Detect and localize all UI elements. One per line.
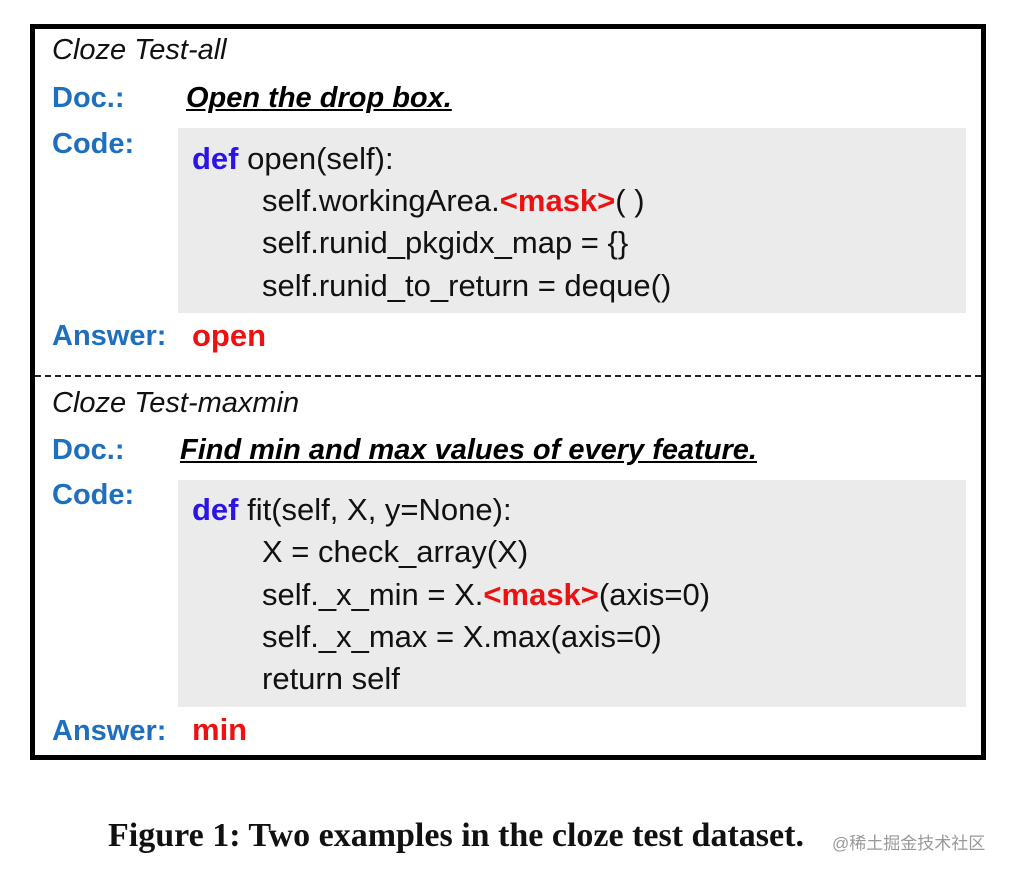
figure-caption: Figure 1: Two examples in the cloze test…	[108, 817, 804, 854]
code-text: (axis=0)	[598, 577, 711, 612]
doc-text: Open the drop box.	[186, 82, 452, 114]
code-line: X = check_array(X)	[262, 534, 529, 569]
keyword: def	[192, 492, 239, 527]
code-text: open(self):	[238, 141, 394, 176]
mask-token: <mask>	[499, 183, 616, 218]
answer-label: Answer:	[52, 715, 167, 747]
code-text: self._x_min = X.	[262, 577, 484, 612]
example-title: Cloze Test-all	[52, 34, 227, 66]
code-line: def open(self):	[192, 141, 394, 177]
code-line: return self	[262, 661, 400, 696]
code-line: self.runid_to_return = deque()	[262, 268, 672, 303]
watermark: @稀土掘金技术社区	[832, 834, 986, 853]
code-line: self._x_min = X.<mask>(axis=0)	[262, 577, 710, 613]
example-title: Cloze Test-maxmin	[52, 387, 300, 419]
answer-text: open	[192, 318, 267, 353]
doc-label: Doc.:	[52, 434, 125, 466]
code-block	[178, 480, 966, 707]
code-label: Code:	[52, 128, 135, 160]
figure-frame	[30, 24, 986, 760]
code-line: self.workingArea.<mask>( )	[262, 183, 645, 219]
code-text: self.workingArea.	[262, 183, 500, 218]
divider	[35, 375, 981, 377]
code-line: self._x_max = X.max(axis=0)	[262, 619, 662, 654]
keyword: def	[192, 141, 239, 176]
code-line: def fit(self, X, y=None):	[192, 492, 512, 528]
code-label: Code:	[52, 479, 135, 511]
doc-text: Find min and max values of every feature…	[180, 434, 757, 466]
code-block	[178, 128, 966, 313]
doc-label: Doc.:	[52, 82, 125, 114]
code-text: fit(self, X, y=None):	[238, 492, 512, 527]
mask-token: <mask>	[483, 577, 599, 612]
code-text: ( )	[615, 183, 645, 218]
code-line: self.runid_pkgidx_map = {}	[262, 225, 629, 260]
answer-text: min	[192, 712, 248, 747]
answer-label: Answer:	[52, 320, 167, 352]
